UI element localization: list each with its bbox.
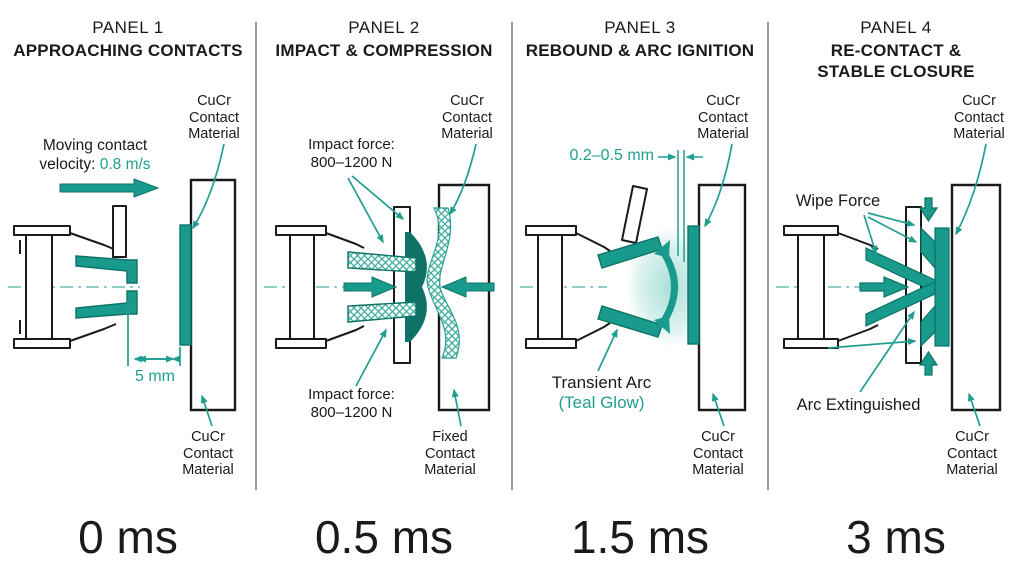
panel-divider-3 (767, 22, 769, 490)
panel1-timestamp: 0 ms (78, 511, 178, 563)
panel2-kicker: PANEL 2 (348, 18, 420, 37)
velocity-line1: Moving contact (42, 137, 148, 154)
panel3-kicker: PANEL 3 (604, 18, 676, 37)
panel-1: PANEL 1 APPROACHING CONTACTS CuCr Contac… (0, 0, 256, 572)
label-velocity: Moving contact velocity: 0.8 m/s (10, 137, 180, 174)
label-cucr-top: CuCr Contact Material (697, 93, 749, 143)
panel-divider-1 (255, 22, 257, 490)
label-cucr-bottom: CuCr Contact Material (692, 429, 744, 479)
label-gap: 0.2–0.5 mm (569, 147, 654, 164)
panel-3: PANEL 3 REBOUND & ARC IGNITION CuCr Cont… (512, 0, 768, 572)
panel-4: PANEL 4 RE-CONTACT & STABLE CLOSURE CuCr… (768, 0, 1024, 572)
panel-2: PANEL 2 IMPACT & COMPRESSION CuCr Contac… (256, 0, 512, 572)
label-gap: 5 mm (135, 368, 175, 385)
label-fixed-bottom: Fixed Contact Material (424, 429, 476, 479)
label-cucr-top: CuCr Contact Material (441, 93, 493, 143)
label-cucr-top: CuCr Contact Material (953, 93, 1005, 143)
label-impact-top: Impact force: 800–1200 N (308, 136, 395, 171)
label-cucr-bottom: CuCr Contact Material (946, 429, 998, 479)
panel1-title: APPROACHING CONTACTS (13, 41, 243, 60)
panel4-title: RE-CONTACT & STABLE CLOSURE (817, 41, 975, 82)
velocity-value: 0.8 m/s (99, 155, 151, 173)
label-arc-extinguished: Arc Extinguished (796, 396, 921, 414)
panel1-kicker: PANEL 1 (92, 18, 164, 37)
velocity-line2: velocity: 0.8 m/s (39, 155, 151, 173)
label-impact-bottom: Impact force: 800–1200 N (308, 386, 395, 421)
label-cucr-top: CuCr Contact Material (188, 93, 240, 143)
label-arc-glow: (Teal Glow) (558, 393, 645, 413)
label-cucr-bottom: CuCr Contact Material (182, 429, 234, 479)
panel4-kicker: PANEL 4 (860, 18, 932, 37)
label-arc: Transient Arc (Teal Glow) (534, 373, 669, 414)
panel2-title: IMPACT & COMPRESSION (275, 41, 493, 60)
panel3-timestamp: 1.5 ms (570, 511, 710, 563)
panel3-title: REBOUND & ARC IGNITION (525, 41, 755, 60)
panel-divider-2 (511, 22, 513, 490)
panel4-timestamp: 3 ms (846, 511, 946, 563)
panel2-timestamp: 0.5 ms (314, 511, 454, 563)
label-wipe-force: Wipe Force (795, 192, 881, 210)
